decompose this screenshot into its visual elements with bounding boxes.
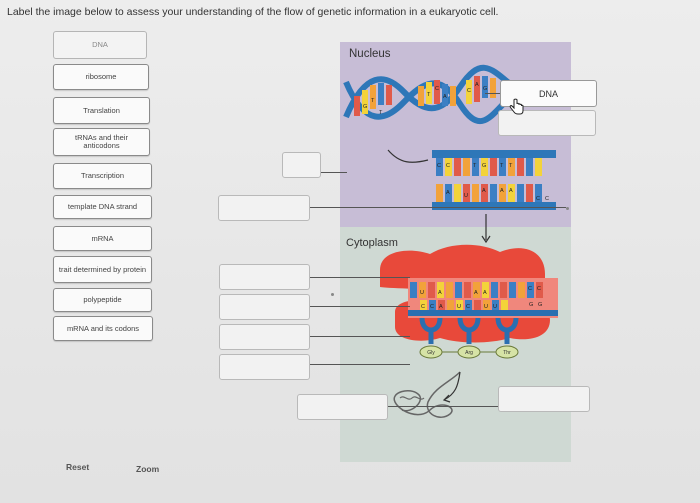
dropzone[interactable] — [219, 354, 310, 380]
mrna-letter: T — [509, 163, 513, 169]
label-translation[interactable]: Translation — [53, 97, 150, 124]
mrna-letter: T — [473, 163, 477, 169]
anticodon-letter: G — [538, 302, 542, 308]
label-mrna-codons[interactable]: mRNA and its codons — [53, 316, 153, 341]
codon-letter: C — [528, 286, 532, 292]
folding-arrow — [443, 371, 461, 401]
codon-letter: A — [483, 290, 487, 296]
dna-letter: G — [483, 86, 487, 92]
leader-line — [310, 207, 566, 208]
hand-cursor-icon — [509, 98, 524, 115]
transcription-strands — [432, 150, 556, 210]
amino-acid-label: Gly — [427, 350, 435, 356]
dna-double-helix — [343, 64, 513, 125]
dropzone[interactable] — [219, 264, 310, 290]
mrna-letters: C C T G T T A U A A A C C — [437, 163, 549, 202]
template-letter: U — [464, 193, 468, 199]
mrna-letter: T — [500, 163, 504, 169]
leader-line — [310, 336, 410, 337]
folded-protein — [393, 371, 461, 418]
codon-letter: A — [438, 290, 442, 296]
anticodon-letter: G — [529, 302, 533, 308]
anticodon-letter: C — [430, 304, 434, 310]
dna-letter: C — [467, 88, 471, 94]
dna-letter: A — [475, 82, 479, 88]
dna-letter: T — [427, 92, 431, 98]
dropzone[interactable] — [282, 152, 321, 178]
ribosome-letters: U A A A C C C C A U C U U G G — [420, 286, 542, 310]
dropzone[interactable] — [498, 386, 590, 412]
transcription-arrow — [387, 149, 429, 163]
dna-base-letters: G T T C A C A G T — [363, 82, 487, 116]
anticodon-letter: U — [493, 304, 497, 310]
dna-letter: G — [363, 104, 367, 110]
trna-molecules — [419, 317, 519, 344]
anticodon-letter: U — [457, 304, 461, 310]
template-letter: A — [500, 188, 504, 194]
anticodon-letter: U — [484, 304, 488, 310]
leader-line — [388, 406, 498, 407]
template-letter: A — [446, 190, 450, 196]
nucleus-label: Nucleus — [349, 48, 391, 60]
dropzone[interactable] — [297, 394, 388, 420]
codon-letter: A — [474, 290, 478, 296]
connector-dot — [566, 207, 569, 210]
cell-diagram-svg: G T T C A C A G T — [340, 42, 571, 462]
label-mrna[interactable]: mRNA — [53, 226, 152, 251]
dropzone[interactable] — [498, 110, 596, 136]
codon-letter: C — [537, 286, 541, 292]
dna-letter: T — [371, 98, 375, 104]
label-dna[interactable]: DNA — [53, 31, 147, 59]
leader-line — [310, 306, 410, 307]
template-letter: A — [509, 188, 513, 194]
amino-acids — [419, 345, 519, 359]
dropzone[interactable] — [218, 195, 310, 221]
dropzone[interactable] — [219, 324, 310, 350]
label-trnas-anticodons[interactable]: tRNAs and their anticodons — [53, 128, 150, 156]
label-transcription[interactable]: Transcription — [53, 163, 152, 189]
mrna-letter: G — [482, 163, 486, 169]
leader-line — [310, 364, 410, 365]
cytoplasm-label: Cytoplasm — [346, 237, 398, 249]
mrna-letter: C — [446, 163, 450, 169]
instructions-text: Label the image below to assess your und… — [7, 6, 499, 18]
zoom-button[interactable]: Zoom — [136, 464, 160, 474]
label-trait-determined[interactable]: trait determined by protein — [53, 256, 152, 283]
anticodon-letter: C — [466, 304, 470, 310]
dna-letter: A — [443, 94, 447, 100]
amino-acid-label: Thr — [503, 350, 511, 356]
cell-diagram: G T T C A C A G T — [340, 42, 571, 462]
leader-line — [321, 172, 347, 173]
leader-line — [485, 93, 500, 94]
template-letter: C — [545, 196, 549, 202]
template-letter: A — [482, 188, 486, 194]
dropzone[interactable] — [219, 294, 310, 320]
dna-letter: T — [379, 110, 383, 116]
connector-dot — [331, 293, 334, 296]
leader-line — [310, 277, 410, 278]
anticodon-letter: A — [439, 304, 443, 310]
amino-acid-label: Arg — [465, 350, 473, 356]
reset-button[interactable]: Reset — [66, 462, 90, 472]
dna-letter: C — [435, 86, 439, 92]
mrna-letter: C — [437, 163, 441, 169]
codon-letter: U — [420, 290, 424, 296]
anticodon-letter: C — [421, 304, 425, 310]
amino-acid-labels: Gly Arg Thr — [427, 350, 511, 356]
label-ribosome[interactable]: ribosome — [53, 64, 149, 90]
template-letter: C — [536, 196, 540, 202]
label-polypeptide[interactable]: polypeptide — [53, 288, 152, 312]
label-template-dna-strand[interactable]: template DNA strand — [53, 195, 152, 219]
